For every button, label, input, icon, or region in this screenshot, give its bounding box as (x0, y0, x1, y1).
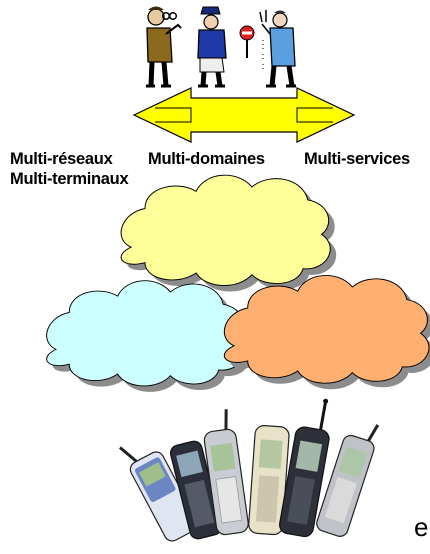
label-multi-domaines: Multi-domaines (148, 150, 265, 168)
police-officer-icon (197, 6, 227, 88)
arrow-inner-notch-left (155, 107, 192, 123)
label-multi-terminaux: Multi-terminaux (10, 170, 129, 188)
arrow-inner-notch-right (296, 107, 333, 123)
cloud-left (46, 280, 251, 392)
double-arrow (132, 87, 356, 143)
no-entry-sign-icon (239, 25, 255, 58)
business-people-icon (146, 6, 296, 88)
waiter-icon (259, 10, 296, 88)
mobile-phones-icon (118, 398, 380, 542)
label-multi-services: Multi-services (304, 150, 410, 168)
label-multi-reseaux: Multi-réseaux (10, 150, 113, 168)
stray-letter: e (414, 512, 429, 542)
man-with-glasses-figure (146, 6, 182, 88)
cloud-right (223, 274, 430, 390)
cloud-top (120, 174, 337, 292)
